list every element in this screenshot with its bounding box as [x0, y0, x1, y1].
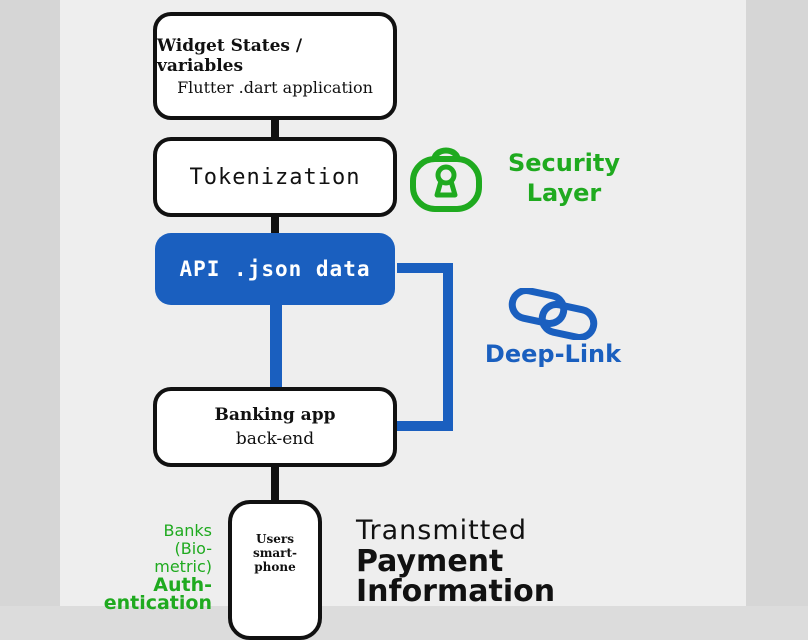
security-line-2: Layer: [526, 179, 602, 207]
connector-bank-phone: [271, 465, 279, 502]
connector-widget-token: [271, 118, 279, 139]
phone-line-2: smart-: [252, 546, 298, 560]
api-label: API .json data: [179, 257, 371, 281]
security-line-1: Security: [507, 149, 621, 177]
deeplink-bracket-vertical: [443, 263, 453, 431]
left-margin: [0, 0, 60, 606]
phone-line-1: Users: [256, 532, 294, 546]
connector-token-api: [271, 215, 279, 235]
bank-auth-line-2: (Bio-: [174, 539, 212, 558]
banking-subtitle: back-end: [235, 429, 315, 449]
transmitted-line-2: Payment: [356, 544, 504, 579]
deep-link-label: Deep-Link: [484, 340, 622, 368]
connector-api-bank: [270, 303, 282, 387]
chain-link-icon: [508, 288, 598, 340]
deeplink-bracket-top: [397, 263, 453, 273]
bank-auth-line-3: metric): [154, 557, 212, 576]
widget-states-node: Widget States / variables Flutter .dart …: [153, 12, 397, 120]
transmitted-info-label: Transmitted Payment Information: [356, 515, 656, 607]
banking-title: Banking app: [214, 405, 336, 425]
right-margin: [746, 0, 808, 606]
smartphone-node: Users smart- phone: [228, 500, 322, 640]
padlock-keyhole-icon: [410, 147, 482, 212]
deeplink-bracket-bottom: [397, 421, 453, 431]
transmitted-line-1: Transmitted: [356, 515, 528, 546]
transmitted-line-3: Information: [356, 574, 556, 609]
widget-subtitle: Flutter .dart application: [177, 77, 373, 97]
phone-line-3: phone: [254, 560, 296, 574]
tokenization-node: Tokenization: [153, 137, 397, 217]
security-layer-label: Security Layer: [494, 148, 634, 208]
widget-title: Widget States / variables: [157, 35, 303, 76]
bank-auth-line-1: Banks: [163, 521, 212, 540]
api-json-node: API .json data: [155, 233, 395, 305]
tokenization-label: Tokenization: [189, 164, 361, 190]
bank-auth-line-5: entication: [103, 592, 212, 614]
bank-auth-line-4: Auth-: [153, 574, 212, 596]
banking-app-node: Banking app back-end: [153, 387, 397, 467]
bank-auth-label: Banks (Bio- metric) Auth- entication: [80, 521, 212, 614]
